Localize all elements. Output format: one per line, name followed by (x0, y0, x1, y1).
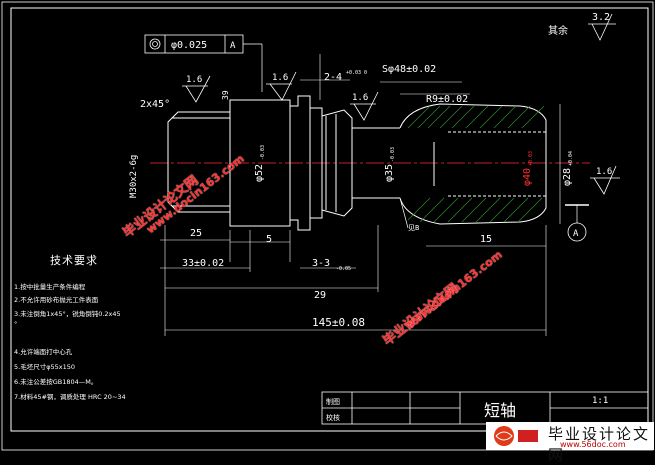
dim-groove-tol: -0.05 (336, 266, 351, 272)
requirement-item: 1.按中批量生产条件编程 (14, 283, 86, 291)
dim-15: 15 (480, 234, 492, 245)
finish-value-1: 1.6 (186, 75, 202, 85)
dim-35-tol: -0.03 (390, 147, 396, 162)
dim-keyway-top-tol: +0.03 0 (346, 70, 367, 76)
dim-39: 39 (221, 90, 230, 100)
finish-value-3: 1.6 (352, 93, 368, 103)
requirements-title: 技术要求 (50, 254, 98, 267)
dim-28: φ28 (562, 168, 573, 186)
finish-mark-3 (350, 91, 379, 121)
drawing-canvas: φ0.025 A 其余 3.2 1.6 1.6 1.6 1.6 (1, 1, 654, 451)
dim-sphere: Sφ48±0.02 (382, 64, 436, 75)
shaft-outline (167, 95, 547, 231)
footer-site-url: www.56doc.com (560, 440, 626, 449)
requirement-item: 2.不允许用砂布抛光工件表面 (14, 296, 99, 304)
dim-52: φ52 (254, 164, 265, 182)
dim-groove: 3-3 (312, 258, 330, 269)
title-scale: 1:1 (592, 396, 608, 406)
section-hatch (407, 105, 545, 223)
dim-5: 5 (266, 234, 272, 245)
finish-mark-1 (182, 75, 211, 103)
finish-value-4: 1.6 (596, 167, 612, 177)
dim-52-tol: -0.03 (260, 145, 266, 160)
datum-a-label: A (573, 229, 579, 239)
dimension-lines (160, 54, 561, 336)
finish-value-2: 1.6 (272, 73, 288, 83)
other-finish-symbol (588, 13, 616, 41)
dim-29: 29 (314, 290, 326, 301)
dim-thread: M30x2-6g (129, 155, 139, 198)
dim-40-tol: +0.03 (528, 151, 534, 166)
finish-mark-4 (590, 165, 620, 195)
dim-33: 33±0.02 (182, 258, 224, 269)
requirement-item: 6.未注公差按GB1804—M。 (14, 378, 98, 386)
dim-radius: R9±0.02 (426, 94, 468, 105)
title-part-name: 短轴 (484, 401, 516, 420)
sheet-outer-border (1, 1, 654, 451)
sheet-inner-border (10, 7, 649, 432)
dim-keyway-top: 2-4 (324, 72, 342, 83)
title-designed-label: 制图 (326, 397, 340, 406)
dim-35: φ35 (384, 164, 395, 182)
requirement-item: 3.未注倒角1x45°，锐角倒钝0.2x45 (14, 310, 121, 318)
dim-detail-note: 见B (408, 224, 419, 232)
requirement-item: 4.允许端面打中心孔 (14, 348, 73, 356)
title-checked-label: 校核 (326, 413, 340, 422)
other-finish-label: 其余 (548, 24, 568, 37)
dim-40: φ40 (522, 168, 533, 186)
globe-logo-icon (494, 426, 538, 446)
dim-28-tol: +0.04 (568, 151, 574, 166)
dim-chamfer: 2x45° (140, 99, 170, 110)
other-finish-value: 3.2 (592, 12, 610, 23)
detail-leader (399, 197, 409, 229)
dim-145: 145±0.08 (312, 316, 365, 329)
requirement-item: 7.材料45#钢，调质处理 HRC 20~34 (14, 393, 126, 401)
requirement-item: ° (14, 320, 18, 328)
dim-25: 25 (190, 228, 202, 239)
requirement-item: 5.毛坯尺寸φ55x150 (14, 363, 76, 371)
tolerance-value: φ0.025 (171, 40, 207, 51)
tolerance-datum: A (230, 41, 236, 51)
title-block (321, 391, 649, 425)
